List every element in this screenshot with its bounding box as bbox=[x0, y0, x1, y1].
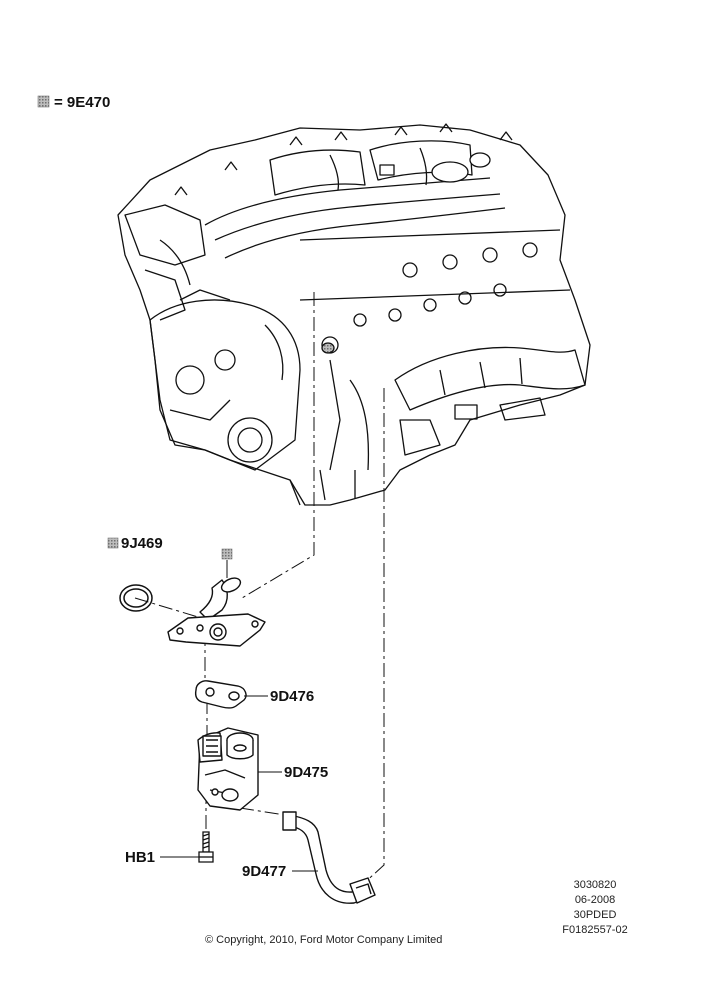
callout-9d477: 9D477 bbox=[242, 863, 286, 880]
o-ring-9j469 bbox=[119, 584, 153, 612]
callout-hb1: HB1 bbox=[125, 849, 155, 866]
figure-id: F0182557-02 bbox=[562, 924, 628, 936]
copyright-notice: © Copyright, 2010, Ford Motor Company Li… bbox=[205, 934, 443, 946]
doc-code: 30PDED bbox=[573, 909, 617, 921]
egr-valve-9d475 bbox=[197, 727, 259, 811]
legend-text: = 9E470 bbox=[54, 94, 110, 111]
engine-assembly bbox=[117, 123, 591, 506]
shaded-square-icon bbox=[221, 548, 233, 560]
callout-9d476: 9D476 bbox=[270, 688, 314, 705]
doc-number: 3030820 bbox=[573, 879, 617, 891]
doc-date: 06-2008 bbox=[574, 894, 616, 906]
document-reference: 3030820 06-2008 30PDED F0182557-02 bbox=[560, 878, 630, 938]
shaded-square-icon bbox=[107, 537, 119, 549]
gasket-9d476 bbox=[194, 680, 247, 709]
egr-adapter-flange bbox=[167, 577, 266, 647]
shaded-square-icon bbox=[37, 95, 50, 108]
bolt-hb1 bbox=[198, 831, 214, 863]
callout-9d475: 9D475 bbox=[284, 764, 328, 781]
legend: = 9E470 bbox=[37, 94, 110, 111]
egr-tube-9d477 bbox=[282, 811, 376, 904]
callout-9j469: 9J469 bbox=[121, 535, 163, 552]
